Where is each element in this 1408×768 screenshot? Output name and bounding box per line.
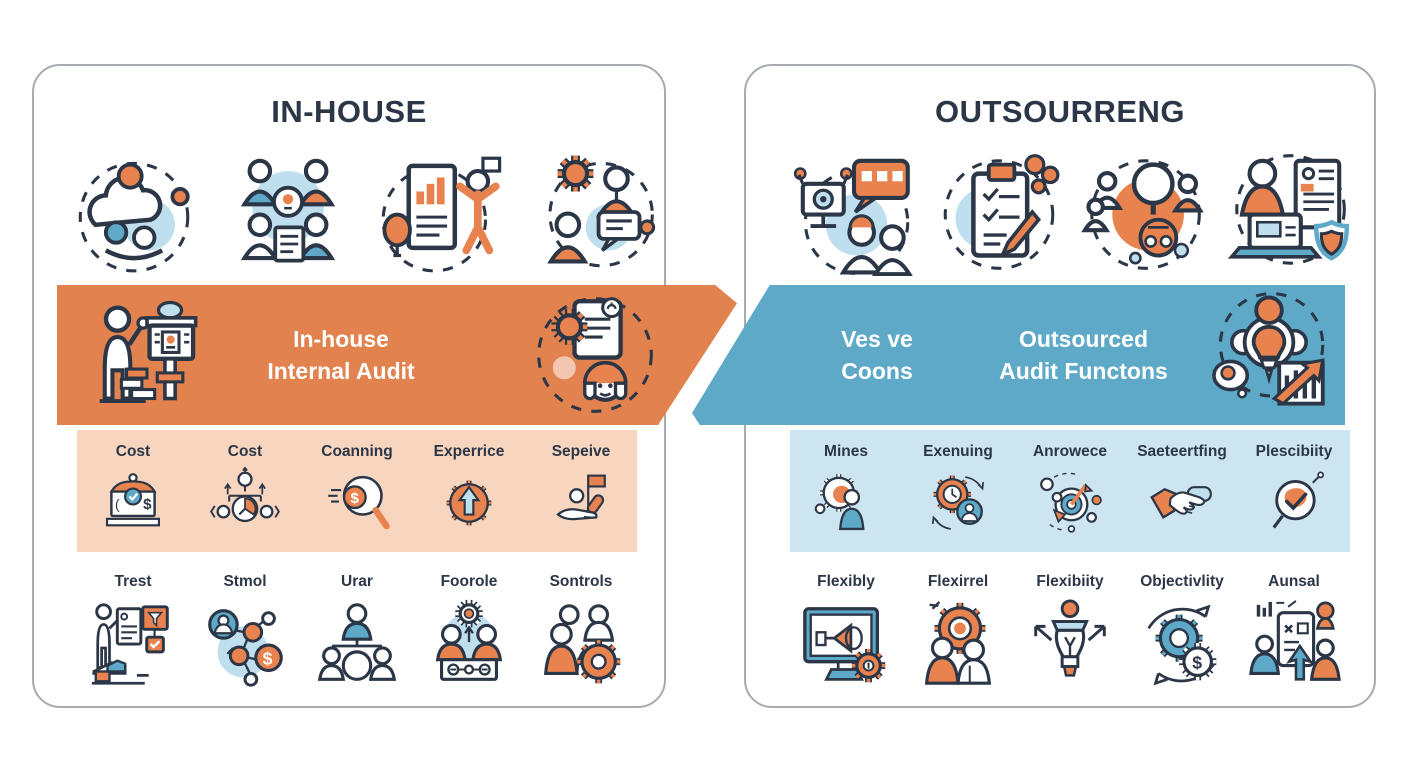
item-label: Urar [341, 573, 373, 590]
outsourcing-arrow-a-line2: Coons [841, 358, 913, 384]
svg-text:$: $ [263, 649, 273, 669]
search-idea-icon [1079, 148, 1207, 276]
item-label: Anrowece [1032, 443, 1108, 460]
lightbulb-arrows-icon [1021, 597, 1119, 695]
team-idea-icon [224, 148, 352, 276]
document-gear-headset-icon [531, 291, 659, 419]
brainstorm-cloud-icon [70, 148, 198, 276]
list-item: Aunsal [1238, 560, 1350, 708]
in-house-top-icon-row [70, 148, 660, 276]
item-label: Mines [824, 443, 868, 460]
gear-person-icon [810, 467, 882, 539]
org-chart-icon [308, 597, 406, 695]
gears-dollar-icon: $ [1133, 597, 1231, 695]
list-item: Flexibiity [1014, 560, 1126, 708]
item-label: Sontrols [549, 573, 613, 590]
network-dollar-icon: $ [196, 597, 294, 695]
search-dollar-icon: $ [321, 467, 393, 539]
list-item: Urar [301, 560, 413, 708]
target-arrow-icon [1034, 467, 1106, 539]
outsourcing-arrow-a-line1: Ves ve [841, 325, 913, 352]
item-label: Plescibiity [1255, 443, 1333, 460]
in-house-arrow-line1: In-house [293, 325, 389, 352]
check-magnifier-icon [1258, 467, 1330, 539]
decision-tree-icon [209, 466, 281, 539]
item-label: Stmol [223, 573, 267, 590]
monitor-megaphone-icon [797, 597, 895, 695]
item-label: Flexirrel [927, 573, 989, 590]
presenter-easel-icon [83, 291, 211, 419]
list-item: Flexibly [790, 560, 902, 708]
list-item: Objectivlity $ [1126, 560, 1238, 708]
svg-text:$: $ [351, 490, 360, 507]
outsourcing-arrow-label-a: Ves ve Coons [792, 323, 962, 387]
list-item: Exenuing [902, 430, 1014, 552]
video-call-icon [790, 148, 918, 277]
gauge-sign-icon: $( [97, 467, 169, 539]
in-house-bottom-row: Trest Stmol $ Urar Foorole Sontrols [77, 560, 637, 708]
item-label: Foorole [440, 573, 498, 590]
svg-text:$: $ [143, 496, 152, 513]
item-label: Coanning [321, 443, 393, 460]
list-item: Foorole [413, 560, 525, 708]
list-item: Flexirrel [902, 560, 1014, 708]
outsourcing-arrow-b-line2: Audit Functons [999, 358, 1168, 384]
outsourcing-arrow-banner: Ves ve Coons Outsourced Audit Functons [692, 285, 1345, 425]
list-item: Sontrols [525, 560, 637, 708]
list-item: Cost $( [77, 430, 189, 552]
bulb-growth-icon [1205, 291, 1333, 419]
in-house-factor-band: Cost $( Cost Coanning $ Experrice Sepeiv… [77, 430, 637, 552]
laptop-shield-icon [1224, 148, 1352, 276]
handshake-icon [1146, 467, 1218, 539]
outsourcing-arrow-label-b: Outsourced Audit Functons [962, 323, 1205, 387]
list-item: Stmol $ [189, 560, 301, 708]
list-item: Plescibiity [1238, 430, 1350, 552]
svg-text:$: $ [1192, 653, 1202, 673]
item-label: Saeteertfing [1137, 443, 1227, 460]
list-item: Anrowece [1014, 430, 1126, 552]
gear-people-icon [909, 597, 1007, 695]
table-meeting-icon [420, 597, 518, 695]
report-presenter-icon [378, 148, 506, 276]
item-label: Experrice [433, 443, 505, 460]
doc-people-arrow-icon [1245, 597, 1343, 695]
item-label: Exenuing [923, 443, 993, 460]
item-label: Sepeive [551, 443, 611, 460]
in-house-title: IN-HOUSE [271, 94, 427, 129]
item-label: Trest [114, 573, 152, 590]
in-house-arrow-banner: In-house Internal Audit [57, 285, 737, 425]
list-item: Trest [77, 560, 189, 708]
checklist-icon [935, 148, 1063, 276]
list-item: Experrice [413, 430, 525, 552]
list-item: Cost [189, 430, 301, 552]
outsourcing-title: OUTSOURRENG [934, 94, 1186, 129]
item-label: Flexibiity [1036, 573, 1104, 590]
outsourcing-bottom-row: Flexibly Flexirrel Flexibiity Objectivli… [790, 560, 1350, 708]
item-label: Flexibly [817, 573, 875, 590]
hand-flag-icon [545, 467, 617, 539]
support-chat-icon [532, 148, 660, 276]
presenter-board-icon [84, 597, 182, 695]
item-label: Cost [227, 443, 263, 460]
people-gear-icon [532, 597, 630, 695]
list-item: Coanning $ [301, 430, 413, 552]
in-house-arrow-label: In-house Internal Audit [211, 323, 471, 387]
outsourcing-top-icon-row [790, 148, 1352, 277]
outsourcing-factor-band: Mines Exenuing Anrowece Saeteertfing Ple… [790, 430, 1350, 552]
gear-clock-person-icon [922, 467, 994, 539]
svg-text:(: ( [115, 497, 120, 512]
outsourcing-arrow-b-line1: Outsourced [1018, 325, 1149, 352]
in-house-arrow-line2: Internal Audit [267, 358, 415, 384]
item-label: Objectivlity [1140, 573, 1224, 590]
list-item: Saeteertfing [1126, 430, 1238, 552]
item-label: Cost [115, 443, 151, 460]
item-label: Aunsal [1268, 573, 1320, 590]
list-item: Sepeive [525, 430, 637, 552]
list-item: Mines [790, 430, 902, 552]
gear-arrow-icon [433, 467, 505, 539]
